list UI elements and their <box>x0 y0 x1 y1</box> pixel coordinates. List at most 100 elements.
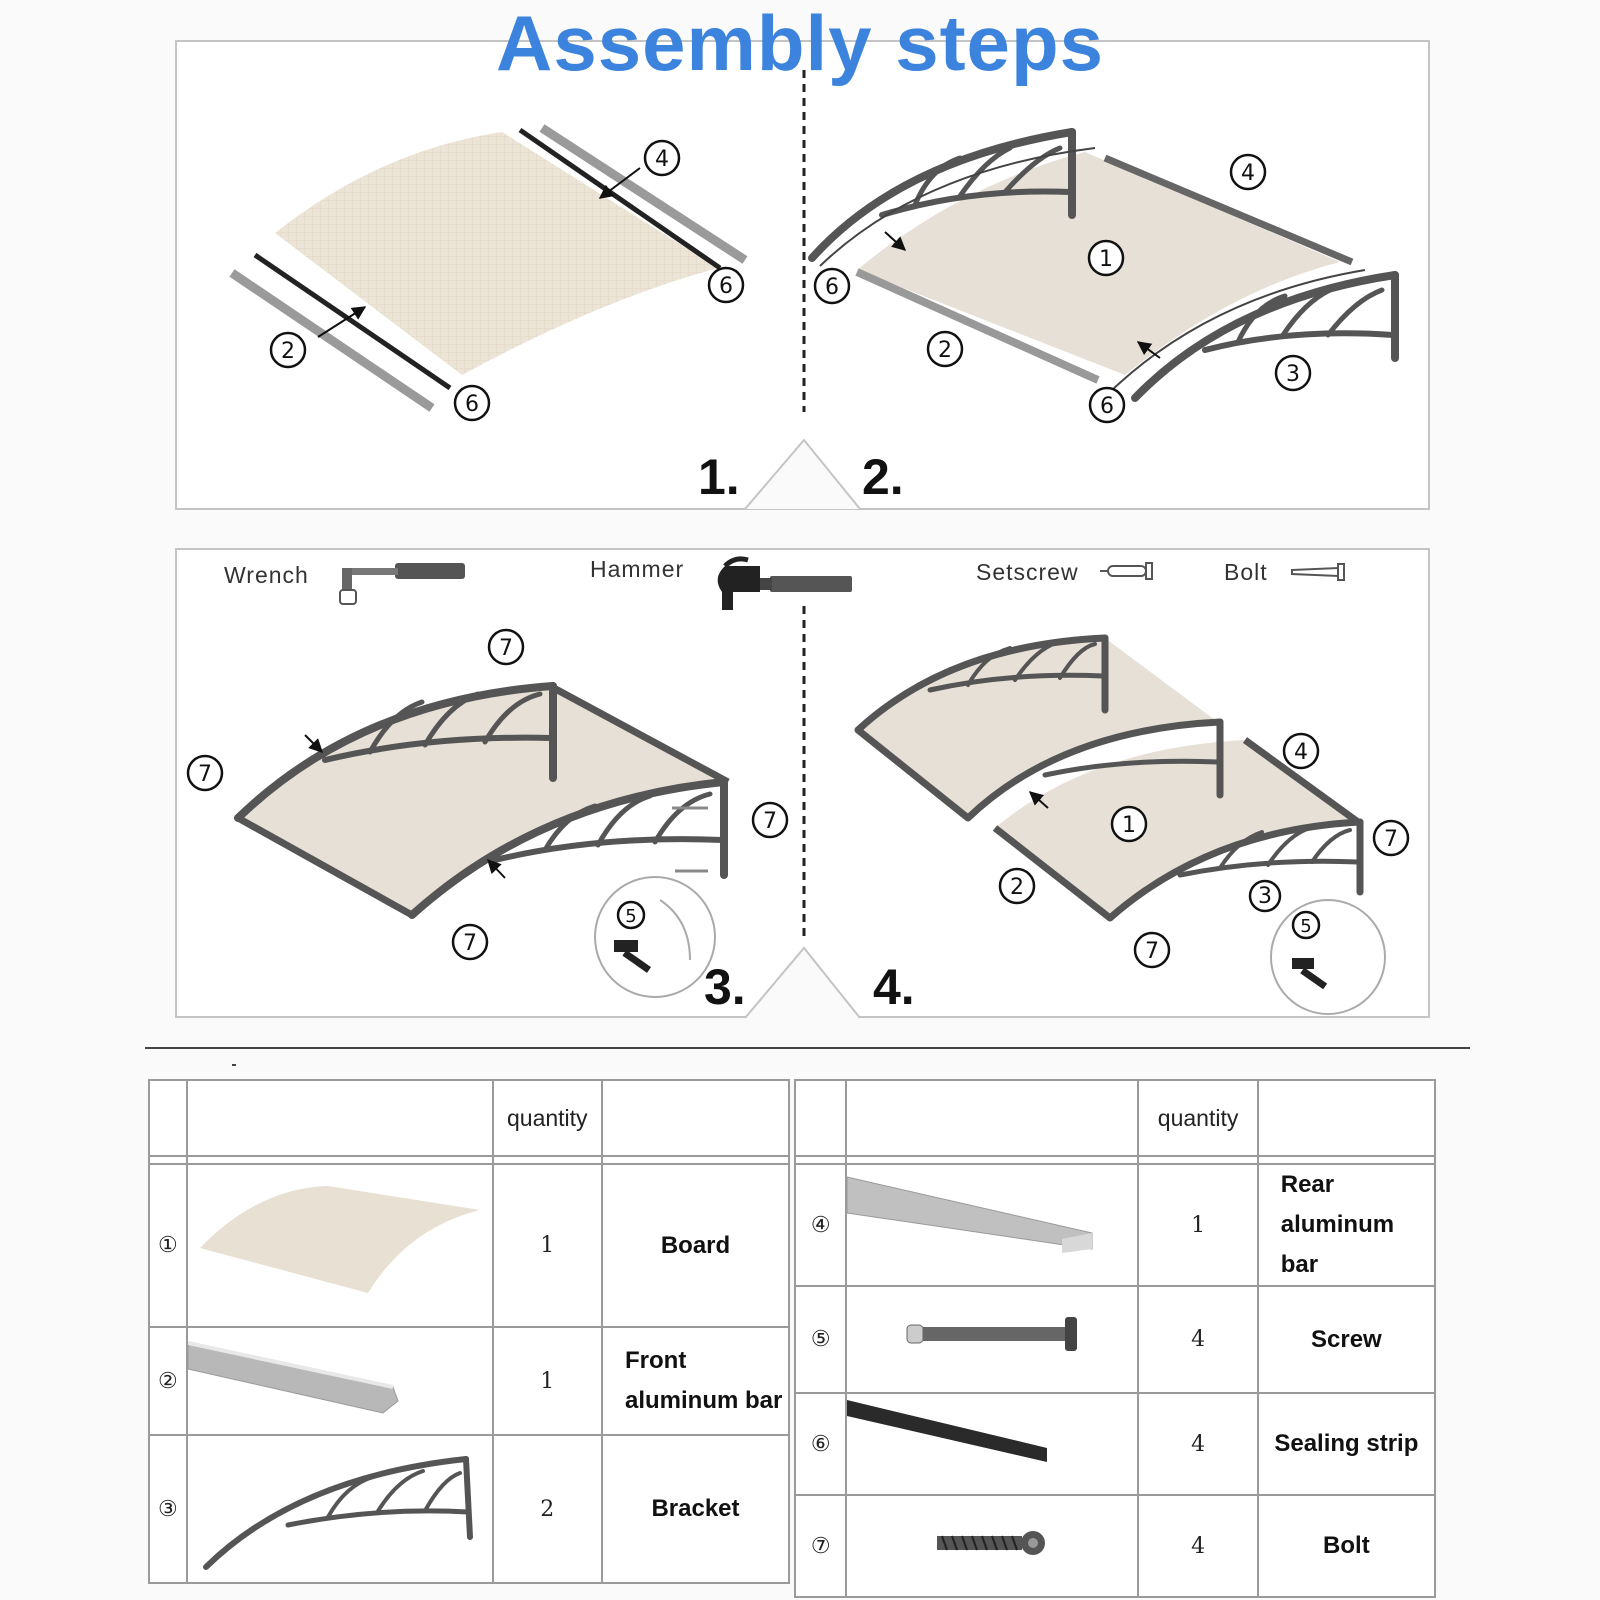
board-panel-step4 <box>995 740 1358 918</box>
part-number: ④ <box>793 1163 848 1287</box>
bolt-label: Bolt <box>1224 559 1268 585</box>
divider-peak-middle <box>744 946 861 1019</box>
callout-7: 7 <box>763 809 777 834</box>
section-divider <box>145 1047 1470 1049</box>
callout-2: 2 <box>938 338 952 363</box>
detail-circle-step4 <box>1270 899 1386 1015</box>
part-name: Bolt <box>1256 1494 1437 1598</box>
callout-1: 1 <box>1122 813 1136 838</box>
quantity-header: quantity <box>491 1079 604 1157</box>
step-number-3: 3. <box>704 959 746 1015</box>
screw-icon <box>906 1317 1078 1351</box>
part-name: Screw <box>1256 1285 1437 1394</box>
sealing-strip-step1-b <box>518 127 722 271</box>
page-title: Assembly steps <box>496 0 1104 87</box>
setscrew-icon <box>1100 562 1153 580</box>
callout-7: 7 <box>1384 827 1398 852</box>
divider-peak-top <box>744 438 861 510</box>
part-quantity: 4 <box>1137 1392 1259 1496</box>
bolt-icon <box>1291 563 1345 581</box>
callout-6: 6 <box>1100 394 1114 419</box>
front-bar-icon <box>187 1340 399 1414</box>
table-row: ① 1 Board <box>148 1163 790 1328</box>
board-panel-step4-back <box>858 638 1215 818</box>
part-quantity: 4 <box>1137 1285 1259 1394</box>
callout-7: 7 <box>463 931 477 956</box>
table-row: ② 1 Front aluminum bar <box>148 1326 790 1436</box>
callout-1: 1 <box>1099 247 1113 272</box>
parts-table-right: quantity ④ 1 Rear aluminum bar ⑤ 4 Screw… <box>793 1079 1437 1598</box>
step4-illustration <box>854 634 1386 1015</box>
callout-6: 6 <box>465 392 479 417</box>
quantity-header: quantity <box>1137 1079 1259 1157</box>
step-number-4: 4. <box>873 959 915 1015</box>
board-icon <box>199 1186 480 1293</box>
callout-3: 3 <box>1258 884 1272 909</box>
hammer-tool-icon <box>717 556 852 610</box>
callout-6: 6 <box>719 274 733 299</box>
part-name: Front aluminum bar <box>601 1326 790 1436</box>
callout-7: 7 <box>1145 939 1159 964</box>
part-number: ⑤ <box>793 1285 848 1394</box>
wrench-label: Wrench <box>224 562 309 588</box>
callout-3: 3 <box>1286 362 1300 387</box>
table-header-row: quantity <box>148 1079 790 1157</box>
hammer-label: Hammer <box>590 556 685 582</box>
step-number-2: 2. <box>862 449 904 505</box>
part-quantity: 4 <box>1137 1494 1259 1598</box>
setscrew-label: Setscrew <box>976 559 1079 585</box>
parts-table-left: quantity ① 1 Board ② 1 Front aluminum ba… <box>148 1079 790 1584</box>
callout-6: 6 <box>825 275 839 300</box>
callout-5: 5 <box>1300 916 1311 937</box>
callout-2: 2 <box>281 339 295 364</box>
board-panel-step3 <box>238 686 728 915</box>
part-quantity: 1 <box>1137 1163 1259 1287</box>
part-quantity: 2 <box>491 1434 604 1584</box>
bracket-left-step3 <box>234 682 557 822</box>
bracket-left-step2 <box>808 128 1076 262</box>
bracket-right-step3 <box>408 778 728 919</box>
bracket-icon <box>202 1455 473 1570</box>
table-row: ⑤ 4 Screw <box>793 1285 1437 1394</box>
part-name: Rear aluminum bar <box>1256 1163 1437 1287</box>
sealing-strip-icon <box>847 1400 1048 1462</box>
step1-illustration <box>229 124 748 412</box>
bracket-right-step2 <box>1131 271 1399 402</box>
callout-4: 4 <box>1241 161 1255 186</box>
part-quantity: 1 <box>491 1326 604 1436</box>
rear-bar-icon <box>846 1175 1093 1253</box>
front-bar-step2 <box>855 268 1100 384</box>
table-row: ④ 1 Rear aluminum bar <box>793 1163 1437 1287</box>
table-row: ③ 2 Bracket <box>148 1434 790 1584</box>
table-header-row: quantity <box>793 1079 1437 1157</box>
callout-7: 7 <box>499 636 513 661</box>
part-number: ③ <box>148 1434 188 1584</box>
bolt-part-icon <box>937 1531 1046 1555</box>
step3-illustration <box>234 682 730 998</box>
table-row: ⑦ 4 Bolt <box>793 1494 1437 1598</box>
table-row: ⑥ 4 Sealing strip <box>793 1392 1437 1496</box>
rear-bar-step2 <box>1103 154 1354 266</box>
part-number: ⑥ <box>793 1392 848 1496</box>
callout-2: 2 <box>1010 875 1024 900</box>
board-panel-step1 <box>275 132 718 375</box>
callout-5: 5 <box>625 906 636 927</box>
part-number: ⑦ <box>793 1494 848 1598</box>
callout-4: 4 <box>655 147 669 172</box>
hammer-icon <box>614 940 652 973</box>
part-number: ② <box>148 1326 188 1436</box>
callout-labels: 4 6 2 6 4 1 6 2 6 3 7 7 7 7 5 4 1 7 2 3 … <box>198 147 1398 964</box>
part-name: Sealing strip <box>1256 1392 1437 1496</box>
part-quantity: 1 <box>491 1163 604 1328</box>
part-name: Board <box>601 1163 790 1328</box>
callouts <box>186 139 1410 969</box>
callout-7: 7 <box>198 762 212 787</box>
rear-bar-step1 <box>539 124 748 264</box>
wrench-icon <box>339 563 465 605</box>
part-number: ① <box>148 1163 188 1328</box>
sealing-strip-step1-a <box>253 252 452 391</box>
front-bar-step1 <box>229 269 435 412</box>
detail-circle-step3 <box>594 876 716 998</box>
callout-4: 4 <box>1294 740 1308 765</box>
